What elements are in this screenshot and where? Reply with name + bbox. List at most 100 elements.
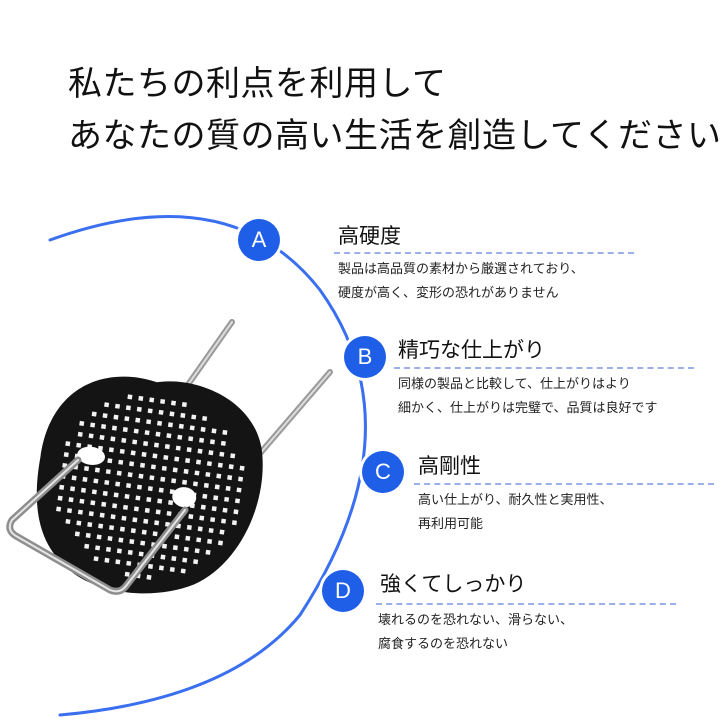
badge-d: D <box>322 570 364 612</box>
disc-hole <box>231 520 237 526</box>
feature-c-desc-line-2: 再利用可能 <box>418 517 484 532</box>
disc-hole <box>127 549 133 556</box>
disc-hole <box>153 442 160 448</box>
disc-hole <box>77 509 83 515</box>
disc-hole <box>87 522 93 528</box>
disc-hole <box>136 484 142 490</box>
disc-hole <box>192 481 198 487</box>
disc-hole <box>166 510 172 517</box>
disc-hole <box>194 548 200 554</box>
disc-hole <box>124 416 130 422</box>
disc-hole <box>210 517 216 523</box>
disc-hole <box>104 402 110 408</box>
feature-d-description: 壊れるのを恐れない、滑らない、 腐食するのを恐れない <box>378 609 573 657</box>
disc-hole <box>239 465 245 471</box>
disc-hole <box>121 437 127 444</box>
disc-hole <box>116 548 122 554</box>
disc-hole <box>188 514 194 520</box>
disc-hole <box>200 504 206 510</box>
disc-hole <box>164 444 170 450</box>
feature-a-title: 高硬度 <box>338 224 401 248</box>
disc-hole <box>133 428 139 434</box>
disc-hole <box>90 500 96 506</box>
decorative-arc <box>48 215 367 717</box>
disc-hole <box>175 445 181 451</box>
disc-hole <box>107 458 113 464</box>
disc-hole <box>141 529 147 535</box>
disc-hole <box>154 520 160 526</box>
disc-hole <box>66 508 73 514</box>
disc-hole <box>193 559 199 565</box>
disc-hole <box>112 503 118 509</box>
disc-hole <box>182 479 188 485</box>
disc-hole <box>160 398 166 405</box>
feature-c-divider <box>414 483 714 485</box>
disc-hole <box>216 473 222 479</box>
disc-hole <box>155 509 161 515</box>
disc-hole <box>157 498 163 504</box>
disc-hole <box>197 526 203 532</box>
disc-hole <box>114 403 121 409</box>
disc-hole <box>205 549 211 555</box>
disc-hole <box>90 422 96 428</box>
disc-hole <box>79 420 85 427</box>
feature-b-description: 同様の製品と比較して、仕上がりはより 細かく、仕上がりは完璧で、品質は良好です <box>398 373 657 421</box>
disc-hole <box>183 546 189 552</box>
disc-hole <box>185 535 191 541</box>
disc-hole <box>161 543 168 549</box>
disc-hole <box>172 467 178 473</box>
disc-hole <box>141 451 147 457</box>
feature-d-desc-line-1: 壊れるのを恐れない、滑らない、 <box>378 613 574 628</box>
disc-hole <box>147 563 154 569</box>
disc-hole <box>207 538 213 544</box>
disc-hole <box>172 545 178 551</box>
disc-hole <box>146 574 152 580</box>
disc-hole <box>208 450 214 456</box>
disc-hole <box>140 540 146 546</box>
disc-hole <box>202 493 208 499</box>
disc-hole <box>93 556 99 562</box>
disc-hole <box>65 441 71 447</box>
disc-hole <box>161 465 167 471</box>
disc-hole <box>146 419 152 425</box>
badge-c: C <box>362 451 404 493</box>
disc-hole <box>113 492 119 498</box>
disc-hole <box>220 518 227 524</box>
disc-hole <box>197 448 203 454</box>
disc-hole <box>230 453 236 459</box>
disc-hole <box>132 439 138 445</box>
disc-hole <box>189 425 195 431</box>
disc-hole <box>163 454 169 461</box>
disc-hole <box>94 467 100 473</box>
disc-hole <box>130 528 136 534</box>
disc-hole <box>77 431 83 437</box>
disc-hole <box>83 466 90 472</box>
disc-hole <box>147 408 153 414</box>
disc-hole <box>122 427 128 433</box>
disc-hole <box>167 422 173 428</box>
disc-hole <box>147 486 153 492</box>
feature-c-title: 高剛性 <box>418 454 481 478</box>
headline-line-1: 私たちの利点を利用して <box>68 64 447 104</box>
badge-b: B <box>344 336 386 378</box>
disc-hole <box>85 532 91 538</box>
disc-hole <box>205 471 211 478</box>
disc-hole <box>222 429 228 436</box>
disc-hole <box>121 515 127 521</box>
disc-hole <box>135 417 141 423</box>
disc-hole <box>174 534 180 540</box>
disc-hole <box>80 487 87 493</box>
disc-hole <box>59 484 65 490</box>
disc-hole <box>199 515 205 521</box>
disc-hole <box>102 413 108 419</box>
disc-hole <box>234 498 241 504</box>
disc-hole <box>98 523 104 529</box>
feature-a-desc-line-2: 硬度が高く、変形の恐れがありません <box>338 286 559 301</box>
feature-b-desc-line-2: 細かく、仕上がりは完璧で、品質は良好です <box>398 401 658 416</box>
disc-hole <box>71 475 77 481</box>
feature-c-desc-line-1: 高い仕上がり、耐久性と実用性、 <box>418 493 613 508</box>
disc-hole <box>222 507 228 513</box>
feature-a-desc-line-1: 製品は高品質の素材から厳選されており、 <box>338 262 584 277</box>
disc-hole <box>101 501 107 507</box>
